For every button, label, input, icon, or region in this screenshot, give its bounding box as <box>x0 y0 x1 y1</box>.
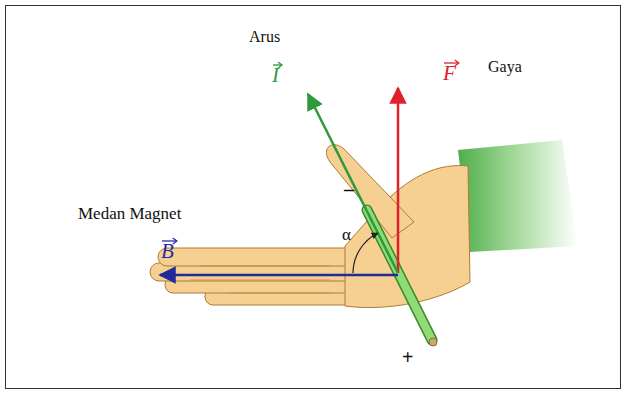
fingers <box>150 248 375 305</box>
polarity-sign: – <box>344 178 354 200</box>
force-arrow <box>397 88 400 273</box>
sleeve <box>458 140 578 252</box>
field-arrow <box>160 274 398 277</box>
vector-symbol: I <box>272 64 279 87</box>
quantity-label: Gaya <box>488 58 522 76</box>
frame <box>6 6 621 389</box>
vector-symbol: F <box>443 62 456 85</box>
quantity-label: Arus <box>249 28 280 46</box>
angle-symbol: α <box>342 226 351 245</box>
angle-arc <box>353 233 378 273</box>
vector-symbol: B <box>161 240 174 263</box>
quantity-label: Medan Magnet <box>78 205 181 224</box>
conductor-end <box>429 338 437 346</box>
polarity-sign: + <box>402 346 413 368</box>
finger-creases <box>190 266 330 293</box>
current-arrow <box>308 94 398 273</box>
